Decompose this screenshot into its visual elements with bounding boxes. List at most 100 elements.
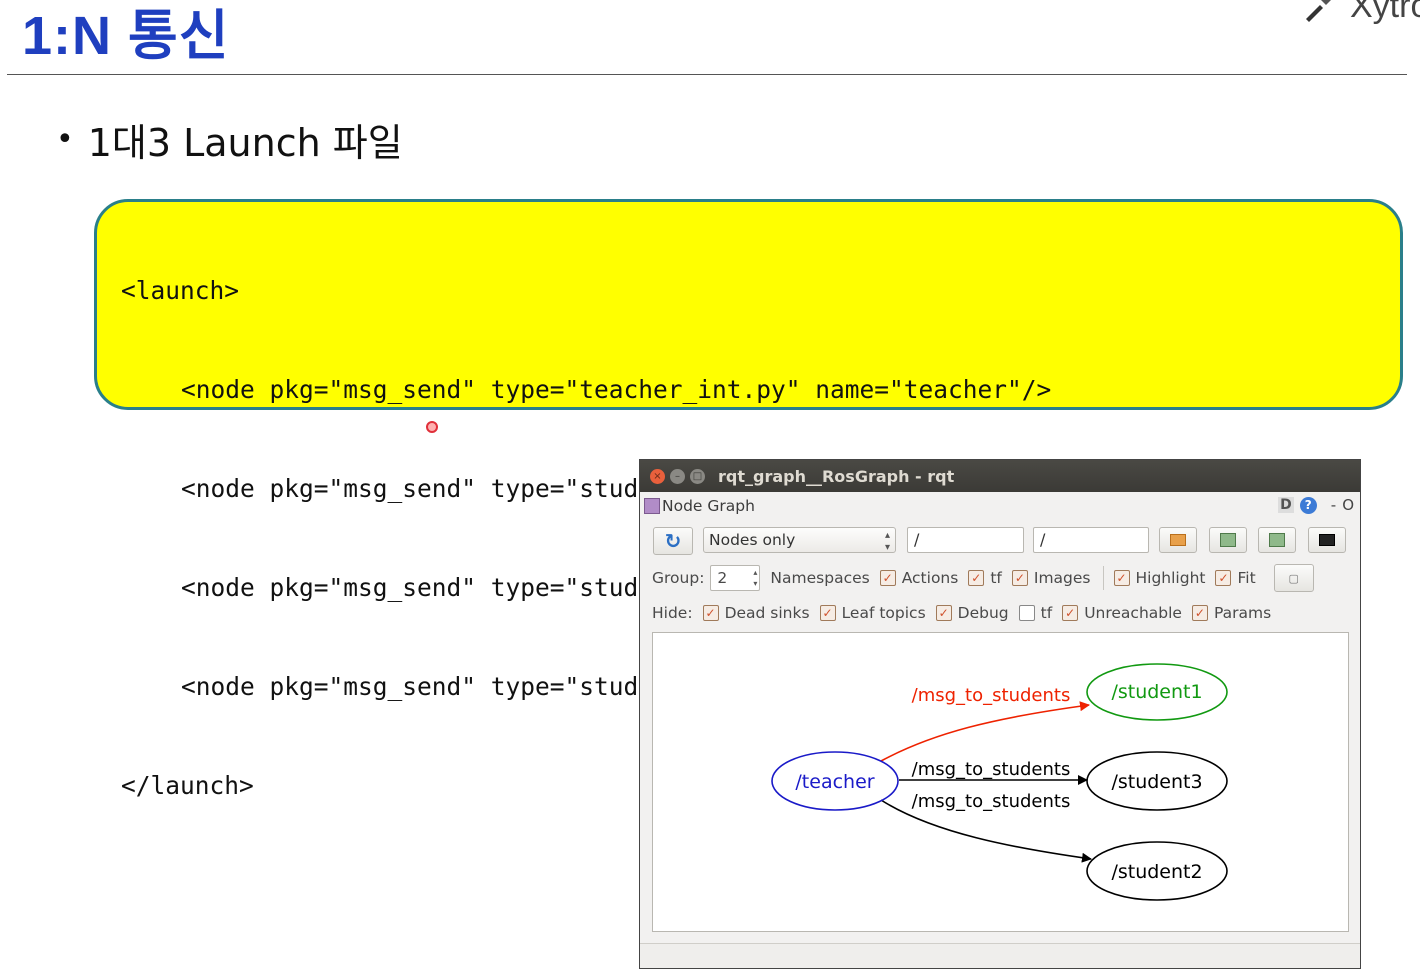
refresh-button[interactable]: ↻ [653,527,693,555]
node-graph-icon [644,498,660,514]
check-icon: ✓ [1011,570,1028,586]
node-student3[interactable] [1086,751,1228,811]
bullet-item: • 1대3 Launch 파일 [56,112,403,167]
edge-teacher-student1[interactable] [880,701,1090,762]
params-label: Params [1213,604,1272,622]
bullet-text: 1대3 Launch 파일 [87,121,403,165]
window-title: rqt_graph__RosGraph - rqt [718,466,955,486]
save-icon [1220,533,1236,547]
dock-controls: D ? - O [1278,496,1354,514]
node-filter-input[interactable]: / [907,527,1024,553]
chevron-updown-icon: ▴▾ [884,530,890,553]
save-dot-button[interactable] [1209,527,1247,553]
options-row: Group: 2 ▴▾ Namespaces ✓ Actions ✓ tf ✓ Ima… [652,564,1314,592]
check-icon: ✓ [968,570,985,586]
unreachable-label: Unreachable [1084,604,1182,622]
edge-label: /msg_to_students [912,685,1071,706]
fit-checkbox[interactable]: ✓ Fit [1215,569,1256,587]
edge-label: /msg_to_students [912,759,1071,780]
help-icon[interactable]: ? [1299,496,1317,514]
check-icon: ✓ [702,605,719,621]
group-spinbox[interactable]: 2 ▴▾ [710,565,761,591]
dock-title: Node Graph [662,497,755,515]
fit-icon: ▢ [1288,571,1299,585]
hide-tf-checkbox[interactable]: ✓ tf [1018,604,1053,622]
highlight-checkbox[interactable]: ✓ Highlight [1113,569,1206,587]
spin-arrows-icon[interactable]: ▴▾ [753,568,758,588]
node-teacher[interactable] [771,751,899,811]
node-student2[interactable] [1086,841,1228,901]
code-line: <launch> [121,276,240,305]
node-label: /student1 [1111,681,1202,703]
window-titlebar[interactable]: × – □ rqt_graph__RosGraph - rqt [640,460,1360,492]
minimize-icon[interactable]: – [670,468,685,484]
mode-select-value: Nodes only [709,531,796,549]
hide-tf-label: tf [1040,604,1053,622]
hide-label: Hide: [652,604,693,622]
check-icon: ✓ [819,605,836,621]
debug-label: Debug [957,604,1009,622]
unchecked-box-icon: ✓ [1018,605,1035,621]
slide-title: 1:N 통신 [22,6,230,66]
wrench-icon [1306,0,1331,22]
highlight-label: Highlight [1135,569,1206,587]
dead-sinks-checkbox[interactable]: ✓Dead sinks [702,604,810,622]
folder-icon [1170,534,1186,546]
fit-view-button[interactable]: ▢ [1273,564,1314,592]
node-label: /student2 [1111,861,1202,883]
node-label: /student3 [1111,771,1202,793]
images-label: Images [1033,569,1091,587]
title-divider [7,74,1407,75]
check-icon: ✓ [879,570,896,586]
pointer-marker [426,421,438,433]
dock-title-bar: Node Graph D ? - O [640,492,1360,520]
unreachable-checkbox[interactable]: ✓Unreachable [1062,604,1182,622]
screenshot-button[interactable] [1308,527,1346,553]
actions-label: Actions [901,569,959,587]
close-icon[interactable]: × [650,468,665,484]
debug-checkbox[interactable]: ✓ Debug [935,604,1009,622]
fit-label: Fit [1237,569,1256,587]
node-graph-svg: /teacher /student1 /student3 /student2 /… [771,663,1228,901]
status-bar [640,943,1360,968]
leaf-topics-label: Leaf topics [841,604,926,622]
params-checkbox[interactable]: ✓ Params [1191,604,1272,622]
save-image-icon [1269,533,1285,547]
tf-label: tf [990,569,1002,587]
mode-select[interactable]: Nodes only ▴▾ [703,527,896,553]
tf-checkbox[interactable]: ✓ tf [968,569,1002,587]
check-icon: ✓ [1113,570,1130,586]
dock-close-button[interactable]: O [1342,496,1354,514]
node-label: /teacher [795,771,874,793]
bullet-dot: • [56,122,74,157]
check-icon: ✓ [1191,605,1208,621]
brand-logo: Xytro [1302,0,1420,26]
hide-row: Hide: ✓Dead sinks ✓ Leaf topics ✓ Debug ✓ t… [652,600,1281,626]
dock-d-button[interactable]: D [1278,497,1294,513]
topic-filter-input[interactable]: / [1033,527,1149,553]
node-student1[interactable] [1086,663,1228,721]
dock-minimize-button[interactable]: - [1330,496,1337,514]
edge-label: /msg_to_students [912,791,1071,812]
refresh-icon: ↻ [664,529,682,553]
namespaces-checkbox-label: Namespaces [770,569,869,587]
toolbar-separator [1102,566,1104,590]
edge-teacher-student2[interactable] [880,799,1092,863]
code-line: </launch> [121,771,254,800]
save-svg-button[interactable] [1258,527,1296,553]
group-value: 2 [717,569,728,587]
graph-canvas[interactable]: /teacher /student1 /student3 /student2 /… [652,632,1349,932]
rqt-window: × – □ rqt_graph__RosGraph - rqt Node Gra… [639,459,1361,969]
leaf-topics-checkbox[interactable]: ✓ Leaf topics [819,604,926,622]
check-icon: ✓ [1215,570,1232,586]
screen-icon [1319,534,1335,546]
images-checkbox[interactable]: ✓ Images [1011,569,1091,587]
maximize-icon[interactable]: □ [690,468,705,484]
launch-code-box: <launch> <node pkg="msg_send" type="teac… [94,199,1403,800]
actions-checkbox[interactable]: ✓ Actions [879,569,959,587]
graph-toolbar: ↻ Nodes only ▴▾ / / [640,527,1360,557]
brand-text: Xytro [1350,0,1420,25]
group-label: Group: [652,569,705,587]
check-icon: ✓ [935,605,952,621]
load-button[interactable] [1159,527,1197,553]
